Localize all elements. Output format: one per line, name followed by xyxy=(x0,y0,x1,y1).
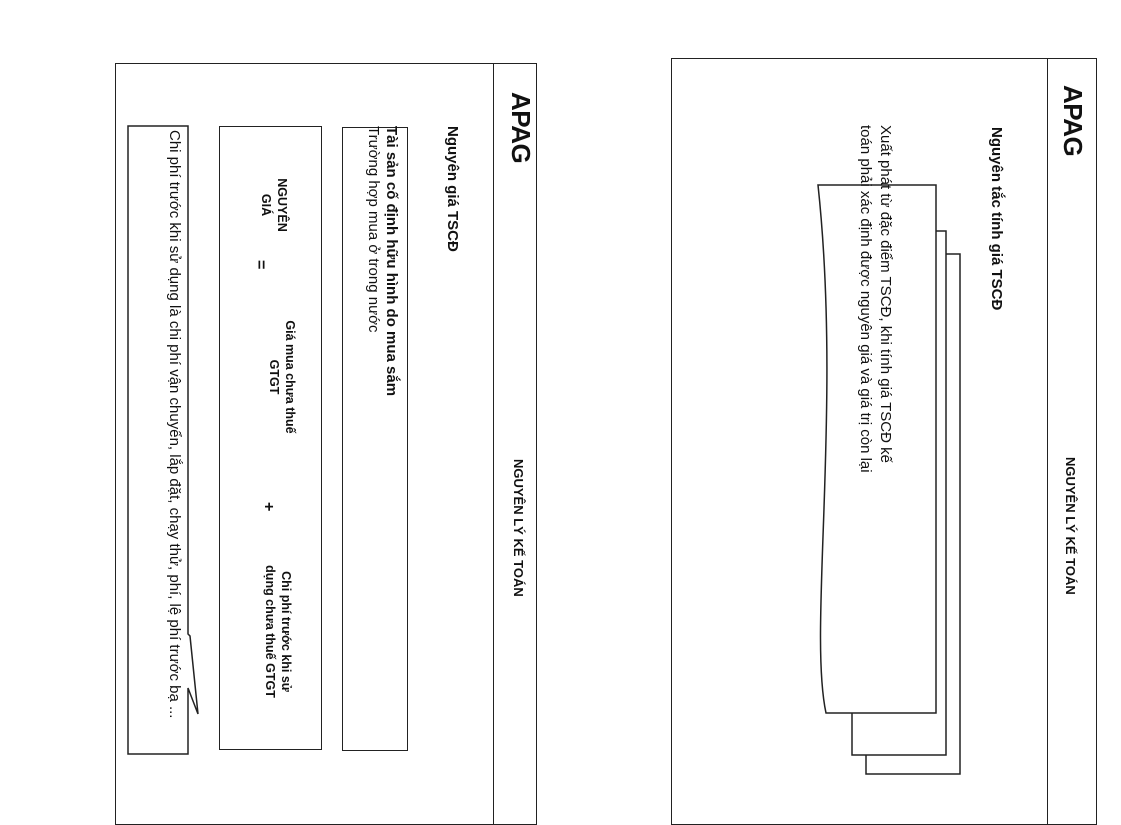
callout-note: Chi phí trước khi sử dụng là chi phí vận… xyxy=(166,130,183,719)
brand-logo: APAG xyxy=(506,92,536,164)
formula-equals: = xyxy=(252,260,269,270)
formula-term-cost: Chi phí trước khi sử dụng chưa thuế GTGT xyxy=(263,565,293,698)
slide-title: Nguyên giá TSCĐ xyxy=(444,126,461,252)
formula-box xyxy=(219,126,322,750)
formula-lhs: NGUYÊN GIÁ xyxy=(259,178,289,232)
course-name: NGUYÊN LÝ KẾ TOÁN xyxy=(511,459,526,597)
brand-logo: APAG xyxy=(1058,85,1088,157)
body-text: Xuất phát từ đặc điểm TSCĐ, khi tính giá… xyxy=(857,125,894,473)
formula-plus: + xyxy=(260,502,277,512)
subheading-case: Trường hợp mua ở trong nước xyxy=(365,126,382,333)
slide-nguyen-gia: APAG NGUYÊN LÝ KẾ TOÁN Nguyên giá TSCĐ T… xyxy=(115,63,537,825)
formula-term-price: Giá mua chưa thuế GTGT xyxy=(267,320,297,434)
course-name: NGUYÊN LÝ KẾ TOÁN xyxy=(1063,457,1078,595)
callout-shape xyxy=(127,125,199,755)
stacked-document-shape xyxy=(817,184,961,775)
subheading: Tài sản cố định hữu hình do mua sắm xyxy=(383,126,400,397)
header-divider xyxy=(493,64,494,824)
header-divider xyxy=(1047,59,1048,824)
slide-nguyen-tac: APAG NGUYÊN LÝ KẾ TOÁN Nguyên tắc tính g… xyxy=(671,58,1097,825)
subheading-box xyxy=(342,127,408,751)
